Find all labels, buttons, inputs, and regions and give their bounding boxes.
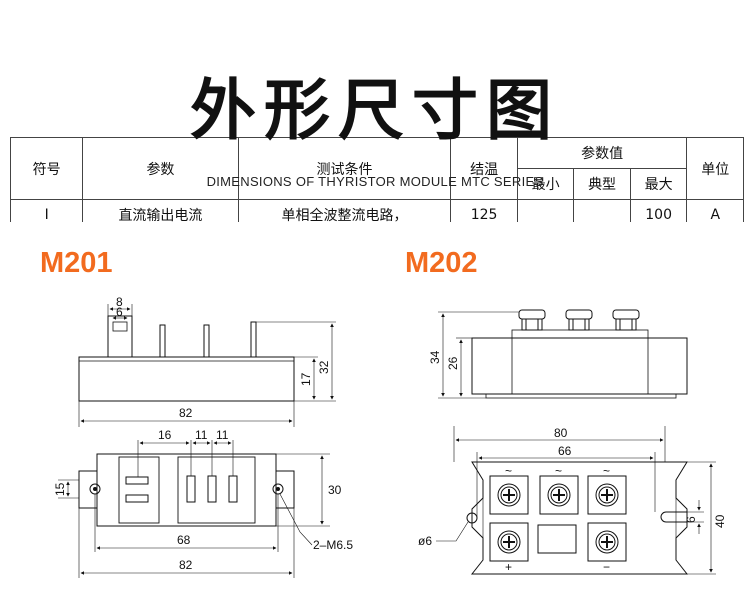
model-label-m202: M202 bbox=[405, 247, 478, 279]
m201-dim-15: 15 bbox=[53, 482, 67, 496]
m202-side-view: 34 26 bbox=[428, 309, 688, 399]
m202-side-screw-2 bbox=[565, 309, 593, 331]
m201-pin-slot-3 bbox=[228, 475, 238, 503]
m202-label-ac-1: ~ bbox=[505, 464, 512, 478]
m202-terminal-minus bbox=[587, 522, 627, 562]
row1-max: 100 bbox=[629, 199, 688, 222]
col-symbol: 符号 bbox=[9, 137, 84, 200]
m201-dim-82-top: 82 bbox=[179, 406, 193, 420]
model-label-m201: M201 bbox=[40, 247, 113, 279]
m201-pin-1 bbox=[159, 324, 166, 358]
m201-tab-upper bbox=[125, 476, 149, 485]
m202-body-side bbox=[471, 337, 688, 395]
m201-right-ear bbox=[276, 470, 295, 509]
spec-table-region: 符号 参数 测试条件 结温 参数值 单位 最小 典型 最大 I 直流输出电流 单… bbox=[0, 0, 750, 222]
row1-test: 单相全波整流电路， bbox=[237, 199, 452, 222]
row1-temp: 125 bbox=[450, 199, 518, 222]
m201-dim-82-bottom: 82 bbox=[179, 558, 193, 572]
m202-label-ac-2: ~ bbox=[555, 464, 562, 478]
m202-mount-slot-right bbox=[660, 511, 687, 523]
m202-terminal-plus bbox=[489, 522, 529, 562]
drawing-background bbox=[0, 222, 750, 596]
page-subtitle: DIMENSIONS OF THYRISTOR MODULE MTC SERIE… bbox=[206, 174, 544, 189]
m201-dim-30: 30 bbox=[328, 483, 342, 497]
col-unit: 单位 bbox=[686, 137, 744, 200]
m201-left-ear bbox=[78, 470, 97, 509]
col-typ: 典型 bbox=[573, 168, 631, 200]
m201-top-view: 16 11 11 15 30 2–M6.5 68 82 bbox=[53, 428, 353, 578]
m201-dim-6: 6 bbox=[116, 305, 123, 319]
row1-param: 直流输出电流 bbox=[82, 199, 239, 222]
m202-label-plus: + bbox=[505, 560, 512, 574]
m201-dim-68: 68 bbox=[177, 533, 191, 547]
m201-pin-3 bbox=[250, 321, 257, 358]
page-title: 外形尺寸图 bbox=[190, 72, 560, 149]
col-values: 参数值 bbox=[516, 137, 688, 169]
m201-pin-slot-1 bbox=[186, 475, 196, 503]
m202-dim-40: 40 bbox=[713, 514, 727, 528]
m201-dim-17: 17 bbox=[299, 372, 313, 386]
m201-tab-lower bbox=[125, 494, 149, 503]
m202-dim-66: 66 bbox=[558, 444, 572, 458]
m201-pin-slot-2 bbox=[207, 475, 217, 503]
m202-terminal-ac-3 bbox=[587, 475, 627, 515]
m201-terminal-block-left bbox=[118, 456, 160, 524]
m202-dim-80: 80 bbox=[554, 426, 568, 440]
m202-dim-6: 6 bbox=[684, 516, 698, 523]
m202-top-view: ~ ~ ~ + − 80 66 6 40 ø6 bbox=[418, 426, 727, 575]
m202-terminal-ac-1 bbox=[489, 475, 529, 515]
m201-dim-11a: 11 bbox=[195, 428, 208, 442]
row1-unit: A bbox=[686, 199, 744, 222]
col-max: 最大 bbox=[629, 168, 688, 200]
col-temp: 结温 bbox=[450, 137, 518, 200]
m201-body-side bbox=[78, 356, 295, 402]
m201-dim-16: 16 bbox=[158, 428, 172, 442]
m201-hole-label: 2–M6.5 bbox=[313, 538, 353, 552]
m202-side-screw-3 bbox=[612, 309, 640, 331]
m202-dim-34: 34 bbox=[428, 350, 442, 364]
col-min: 最小 bbox=[516, 168, 575, 200]
m201-dim-8: 8 bbox=[116, 295, 123, 309]
row1-typ bbox=[573, 199, 631, 222]
m202-hole-label: ø6 bbox=[418, 534, 432, 548]
row1-min bbox=[516, 199, 575, 222]
m202-dim-26: 26 bbox=[446, 356, 460, 370]
m201-dim-11b: 11 bbox=[216, 428, 229, 442]
m201-dim-32: 32 bbox=[317, 360, 331, 374]
m202-terminal-ac-2 bbox=[539, 475, 579, 515]
m201-terminal-wide bbox=[107, 315, 133, 358]
m201-body-top bbox=[96, 453, 277, 527]
row1-symbol: I bbox=[9, 199, 84, 222]
m202-label-ac-3: ~ bbox=[603, 464, 610, 478]
m202-side-screw-1 bbox=[518, 309, 546, 331]
spec-table: 符号 参数 测试条件 结温 参数值 单位 最小 典型 最大 I 直流输出电流 单… bbox=[9, 137, 744, 222]
m201-side-view: 8 6 17 32 82 bbox=[78, 295, 336, 427]
m201-terminal-block-right bbox=[177, 456, 256, 524]
m202-center-window bbox=[537, 524, 577, 554]
m202-label-minus: − bbox=[603, 560, 610, 574]
m201-pin-2 bbox=[203, 324, 210, 358]
col-param: 参数 bbox=[82, 137, 239, 200]
